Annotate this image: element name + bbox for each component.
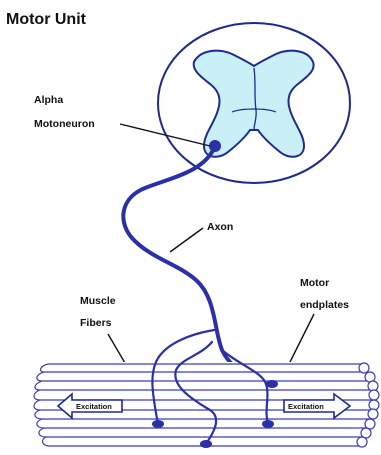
excitation-label-left: Excitation xyxy=(76,402,112,411)
endplate-dot xyxy=(262,420,274,428)
endplate-dot xyxy=(152,420,164,428)
endplate-dot xyxy=(266,380,278,388)
axon-pointer-line xyxy=(170,228,203,252)
excitation-label-right: Excitation xyxy=(288,402,324,411)
alpha-label-line2: Motoneuron xyxy=(34,118,95,130)
alpha-label-line1: Alpha xyxy=(34,94,63,106)
muscle-fibers-label-line1: Muscle xyxy=(80,295,116,307)
fiber-ends-right xyxy=(357,363,379,447)
diagram-title: Motor Unit xyxy=(6,11,87,28)
motor-endplates-label-line2: endplates xyxy=(300,299,349,311)
motor-endplates-label-line1: Motor xyxy=(300,277,329,289)
axon-label: Axon xyxy=(207,221,233,233)
endplate-dot xyxy=(200,440,212,448)
muscle-fibers-label-line2: Fibers xyxy=(80,317,112,329)
